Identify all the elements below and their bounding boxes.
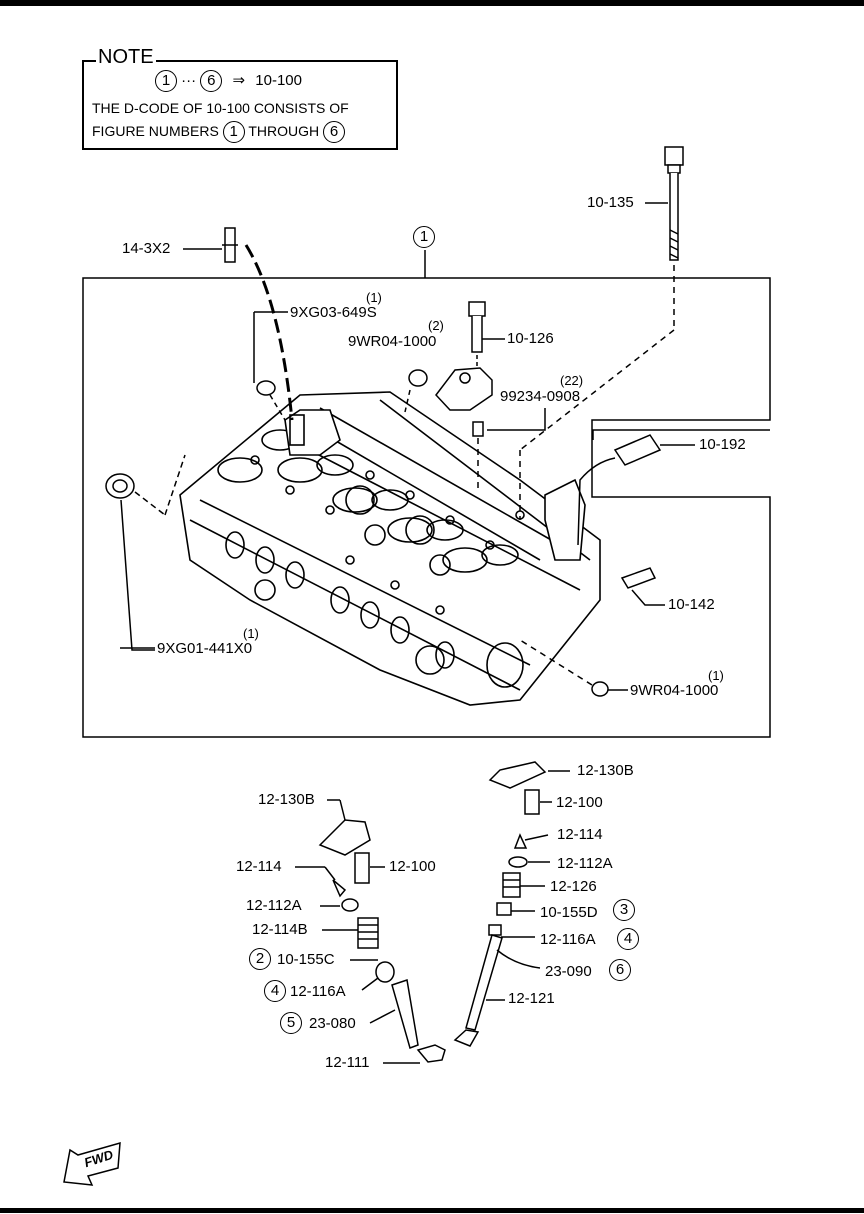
label-9xg01-qty: (1)	[243, 626, 259, 641]
label-9xg03-qty: (1)	[366, 290, 382, 305]
label-14-3x2: 14-3X2	[122, 240, 171, 257]
label-10-192: 10-192	[699, 436, 746, 453]
left-ref-circle-2: 2	[249, 948, 271, 970]
group-callout-1: 1	[413, 226, 435, 248]
assembly-frame	[82, 277, 771, 738]
note-code: 10-100	[255, 71, 302, 89]
left-label-rocker: 12-130B	[258, 791, 315, 808]
cam-cap-drawing	[435, 367, 493, 411]
label-99234: 99234-0908	[500, 388, 581, 405]
left-label-guide: 23-080	[309, 1015, 356, 1032]
left-label-seat-upper: 12-112A	[246, 897, 302, 914]
note-line-3-mid: THROUGH	[248, 123, 320, 139]
left-ref-circle-4: 4	[264, 980, 286, 1002]
right-valvetrain-drawing	[453, 761, 570, 1047]
right-label-rocker: 12-130B	[577, 762, 634, 779]
label-9wr04-top: 9WR04-1000	[348, 333, 437, 350]
dowel-pin-drawing	[222, 227, 294, 421]
bottom-border	[0, 1208, 864, 1213]
cap-bolt-drawing	[468, 301, 486, 372]
cam-sensor-drawing	[577, 429, 770, 546]
note-line-1: 1 ··· 6 ⇒ 10-100	[155, 70, 302, 92]
right-ref-circle-3: 3	[613, 899, 635, 921]
ref-circle-1: 1	[222, 121, 245, 144]
left-label-cotter: 12-114	[236, 858, 282, 875]
right-label-lash: 12-100	[556, 794, 603, 811]
label-9xg01: 9XG01-441X0	[157, 640, 253, 657]
right-label-retainer: 12-116A	[540, 931, 596, 948]
cap-dowel-drawing	[472, 421, 484, 437]
stud-drawing	[620, 567, 665, 606]
left-valvetrain-drawing	[295, 799, 446, 1064]
left-ref-circle-5: 5	[280, 1012, 302, 1034]
top-border	[0, 0, 864, 6]
right-label-valve: 12-121	[508, 990, 555, 1007]
left-label-spring: 12-114B	[252, 921, 308, 938]
forward-arrow-icon	[63, 1141, 121, 1186]
right-label-seal: 10-155D	[540, 904, 598, 921]
left-label-seal: 10-155C	[277, 951, 335, 968]
head-bolt-drawing	[519, 146, 684, 520]
note-line-2: THE D-CODE OF 10-100 CONSISTS OF	[92, 100, 349, 116]
label-99234-qty: (22)	[560, 373, 584, 388]
left-label-retainer: 12-116A	[290, 983, 346, 1000]
note-line-3: FIGURE NUMBERS 1 THROUGH 6	[92, 121, 345, 144]
plug-9wr04-top-drawing	[404, 369, 428, 413]
right-label-guide: 23-090	[545, 963, 592, 980]
label-10-142: 10-142	[668, 596, 715, 613]
label-9wr04-bottom: 9WR04-1000	[630, 682, 719, 699]
ref-circle-1: 1	[155, 70, 177, 92]
plug-9xg03-drawing	[253, 311, 288, 421]
right-label-cotter: 12-114	[557, 826, 603, 843]
note-title: NOTE	[96, 46, 156, 68]
right-label-seat-upper: 12-112A	[557, 855, 613, 872]
ref-circle-6: 6	[323, 121, 345, 144]
ref-circle-6: 6	[200, 70, 223, 92]
cylinder-head-drawing	[179, 391, 601, 706]
left-label-lash: 12-100	[389, 858, 436, 875]
label-9wr04-bottom-qty: (1)	[708, 668, 724, 683]
right-label-spring: 12-126	[550, 878, 597, 895]
right-ref-circle-4: 4	[617, 928, 639, 950]
ellipsis: ···	[181, 71, 197, 89]
note-line-3-pre: FIGURE NUMBERS	[92, 123, 219, 139]
plug-9xg01-drawing	[105, 454, 186, 651]
label-9xg03: 9XG03-649S	[290, 304, 377, 321]
label-10-126: 10-126	[507, 330, 554, 347]
label-10-135: 10-135	[587, 194, 634, 211]
plug-9wr04-bottom-drawing	[519, 639, 628, 697]
label-9wr04-top-qty: (2)	[428, 318, 444, 333]
left-label-valve: 12-111	[325, 1054, 370, 1071]
arrow-icon: ⇒	[232, 71, 246, 89]
right-ref-circle-6: 6	[609, 959, 631, 981]
